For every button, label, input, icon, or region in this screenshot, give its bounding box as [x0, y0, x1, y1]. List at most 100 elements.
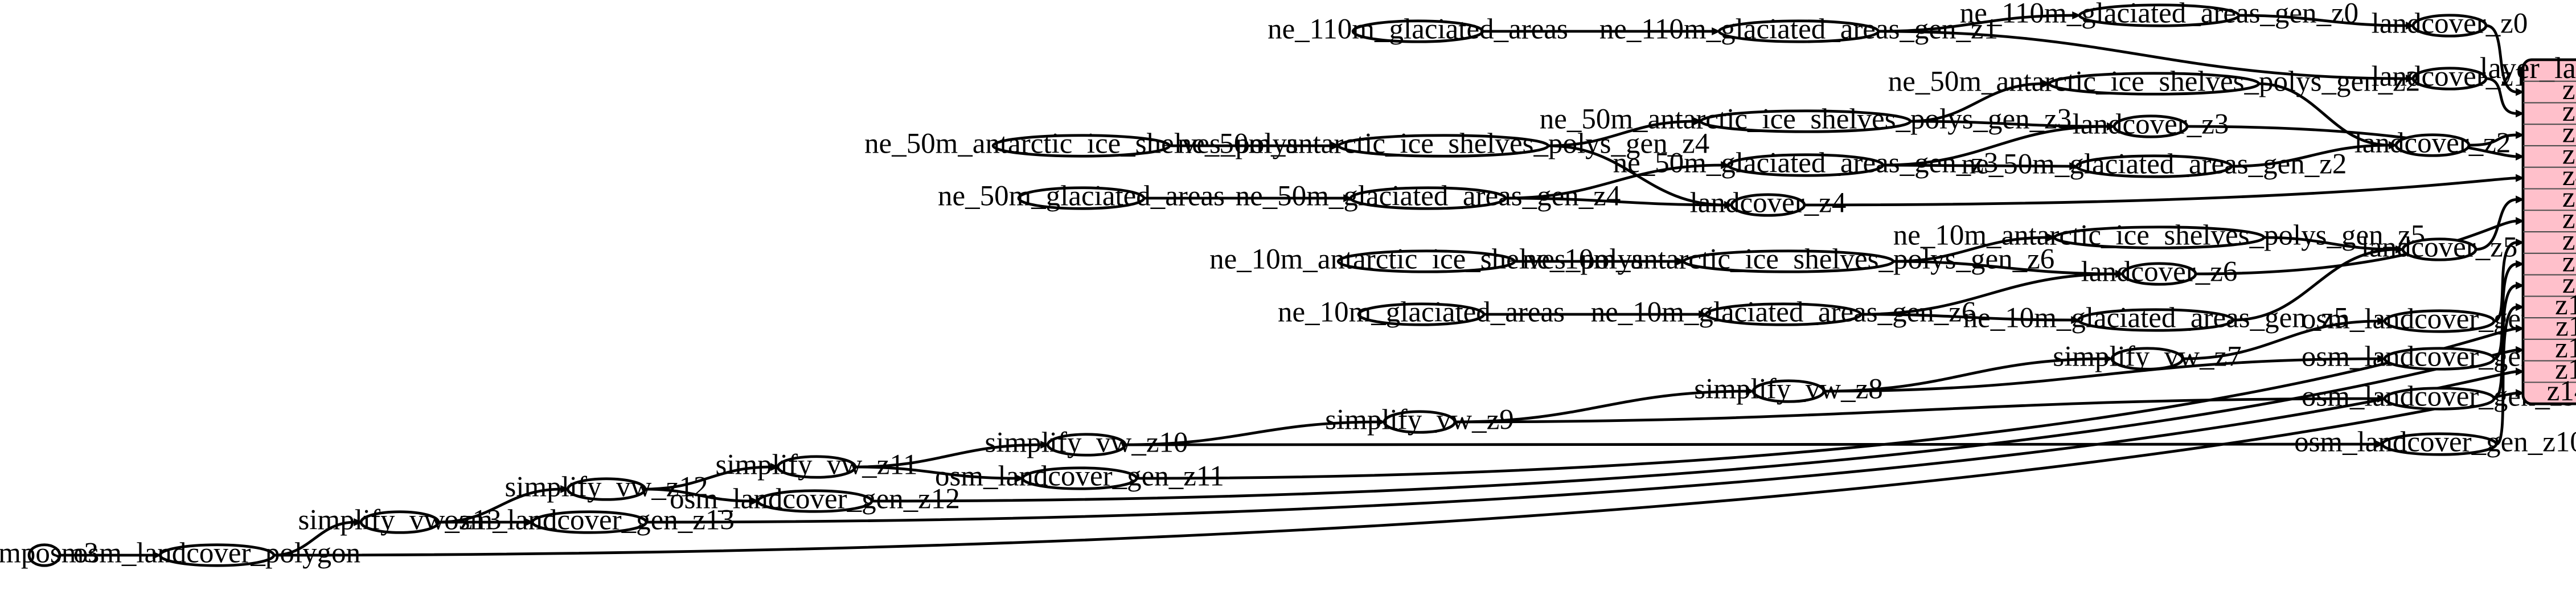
graph-edge	[646, 370, 2517, 524]
node-shape	[2113, 114, 2189, 138]
graph-edge	[2493, 263, 2517, 360]
graph-edge	[2495, 305, 2517, 446]
edge-arrowhead	[2516, 367, 2525, 376]
graph-node-osm_landcover_gen_z13[interactable]: osm_landcover_gen_z13	[444, 505, 735, 536]
graph-node-ne_50m_glaciated_areas_gen_z3[interactable]: ne_50m_glaciated_areas_gen_z3	[1613, 147, 1999, 179]
graph-edge	[1548, 120, 1695, 147]
graph-node-landcover_z0[interactable]: landcover_z0	[2372, 8, 2528, 40]
graph-node-landcover_z3[interactable]: landcover_z3	[2073, 109, 2229, 141]
node-shape	[2383, 309, 2496, 333]
edge-arrowhead	[1377, 418, 1386, 426]
node-shape	[756, 489, 873, 513]
node-shape	[2383, 347, 2496, 371]
node-shape	[1021, 466, 1138, 490]
edge-arrowhead	[2071, 316, 2080, 324]
node-shape	[1336, 249, 1516, 273]
edge-arrowhead	[1712, 27, 1721, 35]
graph-node-simplify_vw_z13[interactable]: simplify_vw_z13	[298, 505, 502, 536]
node-shape	[2121, 262, 2197, 286]
graph-edge	[1505, 196, 1726, 207]
graph-node-ne_110m_glaciated_areas[interactable]: ne_110m_glaciated_areas	[1268, 14, 1568, 46]
graph-edge	[1823, 357, 2379, 393]
nodes-layer: imposm3osm_landcover_polygonsimplify_vw_…	[0, 0, 2576, 569]
graph-node-ne_110m_glaciated_areas_gen_z0[interactable]: ne_110m_glaciated_areas_gen_z0	[1960, 0, 2358, 30]
edge-arrowhead	[525, 518, 534, 526]
node-shape	[776, 455, 857, 479]
edge-arrowhead	[2516, 174, 2525, 182]
edge-arrowhead	[750, 497, 760, 505]
edge-arrowhead	[1721, 161, 1730, 169]
graph-edge	[855, 443, 1042, 469]
edge-arrowhead	[2516, 195, 2525, 204]
edge-arrowhead	[560, 485, 569, 493]
graph-node-ne_10m_glaciated_areas_gen_z6[interactable]: ne_10m_glaciated_areas_gen_z6	[1591, 297, 1976, 329]
edge-arrowhead	[2516, 324, 2525, 333]
node-shape	[1751, 379, 1826, 403]
graph-node-ne_50m_glaciated_areas_gen_z2[interactable]: ne_50m_glaciated_areas_gen_z2	[1962, 149, 2347, 181]
edge-arrowhead	[2516, 152, 2525, 161]
edge-arrowhead	[1015, 474, 1024, 482]
edge-arrowhead	[2389, 141, 2398, 149]
graph-edge	[2468, 133, 2517, 147]
graph-node-ne_50m_glaciated_areas_gen_z4[interactable]: ne_50m_glaciated_areas_gen_z4	[1236, 181, 1621, 212]
node-shape	[1704, 302, 1863, 326]
node-shape	[991, 134, 1171, 158]
graph-node-imposm3[interactable]: imposm3	[0, 538, 99, 569]
graph-node-ne_50m_antarctic_ice_shelves_polys[interactable]: ne_50m_antarctic_ice_shelves_polys	[864, 128, 1298, 160]
node-shape	[2078, 3, 2241, 27]
graph-node-ne_50m_antarctic_ice_shelves_polys_gen_z4[interactable]: ne_50m_antarctic_ice_shelves_polys_gen_z…	[1178, 128, 1710, 160]
graph-edge	[855, 465, 1017, 480]
node-shape	[2411, 67, 2488, 91]
edge-arrowhead	[1724, 201, 1733, 209]
graph-edge	[2263, 236, 2397, 251]
graph-edge	[1804, 177, 2517, 207]
edge-arrowhead	[2516, 109, 2525, 118]
graph-node-ne_50m_antarctic_ice_shelves_polys_gen_z3[interactable]: ne_50m_antarctic_ice_shelves_polys_gen_z…	[1540, 104, 2072, 136]
edge-arrowhead	[1331, 142, 1340, 150]
node-shape	[1357, 302, 1486, 326]
graph-edge	[1878, 14, 2074, 33]
graph-edge	[1454, 397, 2379, 424]
graph-edge	[645, 465, 772, 491]
graph-node-osm_landcover_gen_z10[interactable]: osm_landcover_gen_z10	[2294, 427, 2576, 458]
edge-arrowhead	[2406, 22, 2415, 30]
node-shape	[1730, 193, 1806, 217]
graph-node-ne_10m_glaciated_areas[interactable]: ne_10m_glaciated_areas	[1278, 297, 1565, 329]
node-shape	[1351, 19, 1484, 43]
node-shape	[2077, 308, 2235, 332]
graph-edge	[2258, 82, 2390, 147]
graph-edge	[2475, 198, 2517, 251]
edge-arrowhead	[2395, 245, 2405, 253]
edge-arrowhead	[2516, 389, 2525, 397]
edge-arrowhead	[153, 551, 162, 559]
graph-node-ne_50m_glaciated_areas[interactable]: ne_50m_glaciated_areas	[938, 181, 1225, 212]
edge-arrowhead	[2516, 346, 2525, 354]
graph-node-osm_landcover_polygon[interactable]: osm_landcover_polygon	[73, 538, 360, 569]
edge-arrowhead	[1693, 117, 1703, 125]
node-shape	[2401, 237, 2477, 261]
graph-edge	[645, 487, 752, 503]
graph-edge	[1505, 163, 1722, 200]
node-shape	[359, 510, 440, 534]
graph-node-landcover_z4[interactable]: landcover_z4	[1690, 187, 1847, 219]
graph-edge	[1893, 236, 2049, 263]
node-shape	[1337, 134, 1550, 158]
node-shape	[1699, 109, 1912, 133]
edge-arrowhead	[2406, 75, 2415, 83]
edge-arrowhead	[2516, 281, 2525, 290]
edge-arrowhead	[2042, 80, 2051, 88]
node-shape	[1726, 153, 1885, 177]
graph-edge	[2485, 77, 2517, 115]
edge-arrowhead	[2516, 238, 2525, 247]
graph-node-landcover_z6[interactable]: landcover_z6	[2081, 256, 2238, 288]
graph-edge	[2485, 24, 2517, 93]
graph-node-ne_50m_antarctic_ice_shelves_polys_gen_z2[interactable]: ne_50m_antarctic_ice_shelves_polys_gen_z…	[1888, 66, 2421, 98]
edge-arrowhead	[2516, 260, 2525, 268]
node-shape	[2110, 347, 2184, 371]
node-shape	[158, 543, 276, 567]
graph-edge	[1910, 120, 2109, 128]
node-shape	[2411, 14, 2488, 38]
graph-node-ne_10m_antarctic_ice_shelves_polys[interactable]: ne_10m_antarctic_ice_shelves_polys	[1209, 244, 1643, 276]
edge-arrowhead	[2072, 11, 2081, 19]
